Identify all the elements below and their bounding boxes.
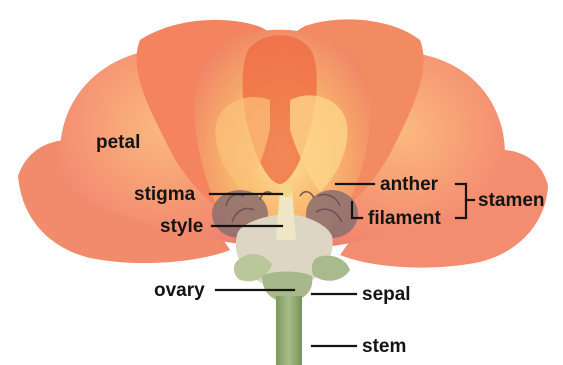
label-stamen: stamen — [478, 190, 545, 211]
label-anther: anther — [380, 174, 439, 195]
label-stem: stem — [362, 336, 406, 357]
label-sepal: sepal — [362, 284, 411, 305]
sepal-right — [312, 256, 350, 281]
stem-shaft — [276, 296, 302, 365]
label-ovary: ovary — [154, 280, 205, 301]
label-style: style — [160, 216, 203, 237]
label-petal: petal — [96, 132, 140, 153]
label-stigma: stigma — [134, 184, 196, 205]
label-filament: filament — [368, 208, 442, 229]
